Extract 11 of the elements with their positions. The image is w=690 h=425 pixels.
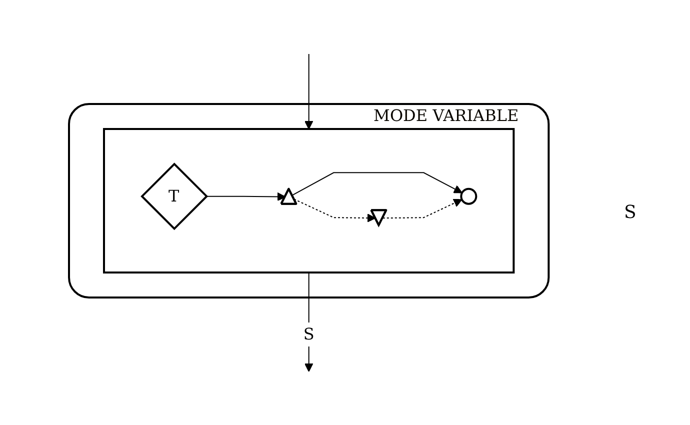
node-diamond: T (140, 162, 208, 230)
arrow (304, 53, 314, 130)
cluster (103, 128, 515, 274)
arrow (304, 272, 314, 372)
arrow (382, 198, 462, 218)
edge-label: S (304, 324, 314, 344)
arrow (292, 172, 463, 196)
node-circle (460, 188, 478, 205)
arrow (206, 192, 286, 201)
arrow (294, 198, 376, 222)
signal-label: S (624, 202, 638, 223)
